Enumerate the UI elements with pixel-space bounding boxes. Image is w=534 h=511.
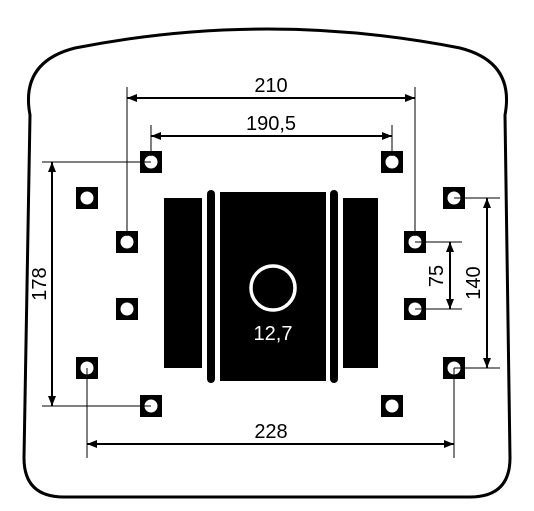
- hole: [381, 395, 403, 417]
- hole: [76, 187, 98, 209]
- dim-label-right-inner: 75: [426, 265, 448, 287]
- left-bar: [207, 190, 215, 383]
- left-block: [164, 198, 202, 368]
- hole: [116, 231, 138, 253]
- plate-outline: [22, 27, 512, 499]
- dim-label-bottom: 228: [254, 421, 287, 443]
- dimension-lines: [48, 94, 491, 448]
- dim-label-left: 178: [29, 267, 51, 300]
- dim-label-right-outer: 140: [463, 266, 485, 299]
- hole: [381, 151, 403, 173]
- core-block: [220, 192, 326, 381]
- dim-label-top-inner: 190,5: [246, 113, 296, 135]
- right-bar: [330, 190, 338, 383]
- dim-label-top-outer: 210: [254, 75, 287, 97]
- center-hole: [249, 264, 297, 312]
- hole: [116, 298, 138, 320]
- right-block: [343, 198, 378, 368]
- center-hole-label: 12,7: [254, 323, 293, 345]
- center-body: 12,7: [164, 190, 378, 383]
- extension-lines: [42, 87, 500, 458]
